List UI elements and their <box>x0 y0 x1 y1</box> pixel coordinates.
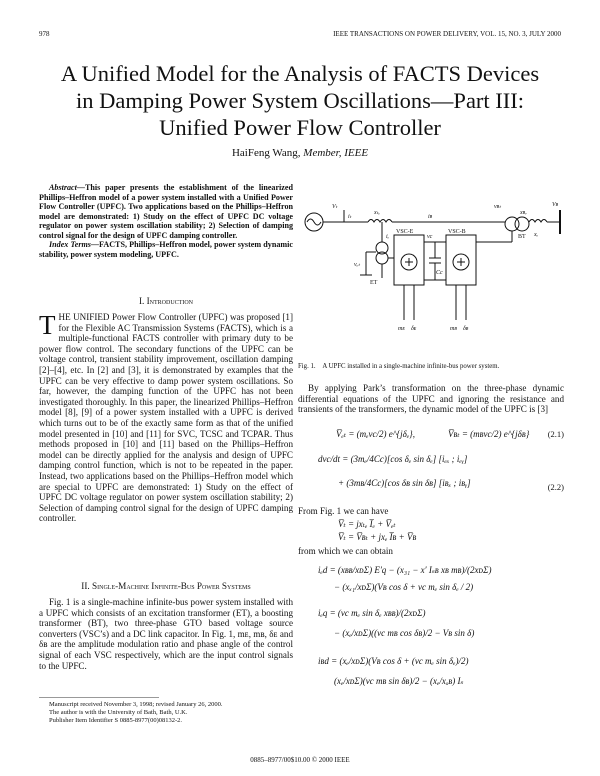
page-number: 978 <box>39 30 50 38</box>
section-1-body: THE UNIFIED Power Flow Controller (UPFC)… <box>39 312 293 524</box>
title-line-3: Unified Power Flow Controller <box>20 114 580 141</box>
label-ie: iₑ <box>386 234 390 240</box>
fig-eq-1: V̅ₜ = jxₜₑ I̅ₑ + V̅ₑₜ <box>298 518 564 531</box>
index-terms-lead: Index Terms— <box>49 240 99 249</box>
section-2-heading: II. Single-Machine Infinite-Bus Power Sy… <box>39 581 293 591</box>
section-1-number: I. <box>139 296 144 306</box>
label-xe: xₑ <box>533 232 539 238</box>
label-vsce: VSC-E <box>396 229 414 235</box>
label-db: δʙ <box>463 326 469 332</box>
label-vb: Vʙ <box>552 202 559 208</box>
right-para-1: By applying Park’s transformation on the… <box>298 383 564 415</box>
from-which-line: from which we can obtain <box>298 546 564 557</box>
section-1-text: HE UNIFIED Power Flow Controller (UPFC) … <box>39 312 293 523</box>
author-role: Member, IEEE <box>303 147 368 159</box>
paper-title: A Unified Model for the Analysis of FACT… <box>20 60 580 141</box>
section-1-paragraph: THE UNIFIED Power Flow Controller (UPFC)… <box>39 312 293 524</box>
fig-eq-2: V̅ₜ = V̅ʙₜ + jxₑ I̅ʙ + V̅ʙ <box>298 531 564 544</box>
section-2-title: Single-Machine Infinite-Bus Power System… <box>92 581 251 591</box>
eq21-number: (2.1) <box>548 429 564 439</box>
figure-caption: Fig. 1. A UPFC installed in a single-mac… <box>298 363 564 370</box>
label-de: δᴇ <box>411 326 417 332</box>
section-1-heading: I. Introduction <box>39 296 293 306</box>
footnote-1: Manuscript received November 3, 1998; re… <box>39 701 293 709</box>
label-vdc: v₝c <box>427 234 433 240</box>
label-et: ET <box>370 280 378 286</box>
ied-1: iₑd = (xʙʙ/xᴅΣ) E′q − (x₃₁ − x₝′ Iₛʙ xʙ … <box>298 562 564 578</box>
label-cdc: C₝c <box>436 270 443 276</box>
label-xte: xₜₑ <box>373 210 380 216</box>
author-name: HaiFeng Wang, <box>232 147 301 159</box>
dropcap: T <box>39 314 56 336</box>
figure-equations: V̅ₜ = jxₜₑ I̅ₑ + V̅ₑₜ V̅ₜ = V̅ʙₜ + jxₑ I… <box>298 518 564 544</box>
title-line-1: A Unified Model for the Analysis of FACT… <box>20 60 580 87</box>
ibd-1: iʙd = (xₑ/xᴅΣ)(Vʙ cos δ + (v₝c mₑ sin δₑ… <box>298 650 564 672</box>
section-2-body: Fig. 1 is a single-machine infinite-bus … <box>39 597 293 671</box>
ied-2: − (xₓ₁/xᴅΣ)(Vʙ cos δ + v₝c mₑ sin δₑ / 2… <box>298 578 564 596</box>
abstract-lead: Abstract— <box>49 183 85 192</box>
section-2-number: II. <box>81 581 89 591</box>
ieq-2: − (xₑ/xᴅΣ)((v₝c mʙ cos δʙ)/2 − Vʙ sin δ) <box>298 624 564 642</box>
section-2-text: Fig. 1 is a single-machine infinite-bus … <box>39 597 293 671</box>
eq22-a: dv₝c/dt = (3mₑ/4C₝c)[cos δₑ sin δₑ] [iₑₓ… <box>318 454 467 464</box>
eq22-number: (2.2) <box>548 482 564 492</box>
label-bt: BT <box>518 234 526 240</box>
equation-2-2: dv₝c/dt = (3mₑ/4C₝c)[cos δₑ sin δₑ] [iₑₓ… <box>298 452 564 502</box>
label-vbt: vʙₜ <box>494 204 501 210</box>
current-equations: iₑd = (xʙʙ/xᴅΣ) E′q − (x₃₁ − x₝′ Iₛʙ xʙ … <box>298 562 564 690</box>
label-me: mᴇ <box>398 326 405 332</box>
abstract: Abstract—This paper presents the establi… <box>39 183 293 240</box>
from-fig-line: From Fig. 1 we can have <box>298 506 564 517</box>
label-vscb: VSC-B <box>448 229 466 235</box>
label-ib: iʙ <box>428 214 433 220</box>
label-vt: Vₜ <box>332 204 338 210</box>
label-vet: vₑₜ <box>354 262 360 268</box>
upfc-circuit-diagram: Vₜ iₜ xₜₑ iₑ iʙ vʙₜ xʙᵥ Vʙ xₑ VSC-E VSC-… <box>298 180 568 350</box>
right-paragraph: By applying Park’s transformation on the… <box>298 383 564 415</box>
label-mb: mʙ <box>450 326 457 332</box>
ieq-1: iₑq = (v₝c mₑ sin δₑ xʙʙ)/(2xᴅΣ) <box>298 602 564 624</box>
footer-code: 0885–8977/00$10.00 © 2000 IEEE <box>0 756 600 764</box>
label-xbv: xʙᵥ <box>519 210 527 216</box>
abstract-block: Abstract—This paper presents the establi… <box>39 183 293 259</box>
index-terms: Index Terms—FACTS, Phillips–Heffron mode… <box>39 240 293 259</box>
eq21-a: V̅ₑₜ = (mₑv₝c/2) e^{jδₑ}, <box>336 429 415 440</box>
footnotes: Manuscript received November 3, 1998; re… <box>39 701 293 724</box>
author-line: HaiFeng Wang, Member, IEEE <box>0 147 600 159</box>
footnote-2: The author is with the University of Bat… <box>39 709 293 717</box>
eq21-b: V̅ʙₜ = (mʙv₝c/2) e^{jδʙ} <box>448 429 529 440</box>
footnote-3: Publisher Item Identifier S 0885-8977(00… <box>39 717 293 725</box>
section-1-title: Introduction <box>147 296 193 306</box>
label-it: iₜ <box>348 214 352 220</box>
journal-header: IEEE TRANSACTIONS ON POWER DELIVERY, VOL… <box>333 30 561 38</box>
ibd-2: (xₑ/xᴅΣ)(v₝c mʙ sin δʙ)/2 − (xₑ/xₒʙ) Iₛ <box>298 672 564 690</box>
title-line-2: in Damping Power System Oscillations—Par… <box>20 87 580 114</box>
eq22-b: + (3mʙ/4C₝c)[cos δʙ sin δʙ] [iʙₓ ; iʙᵧ] <box>338 478 471 488</box>
